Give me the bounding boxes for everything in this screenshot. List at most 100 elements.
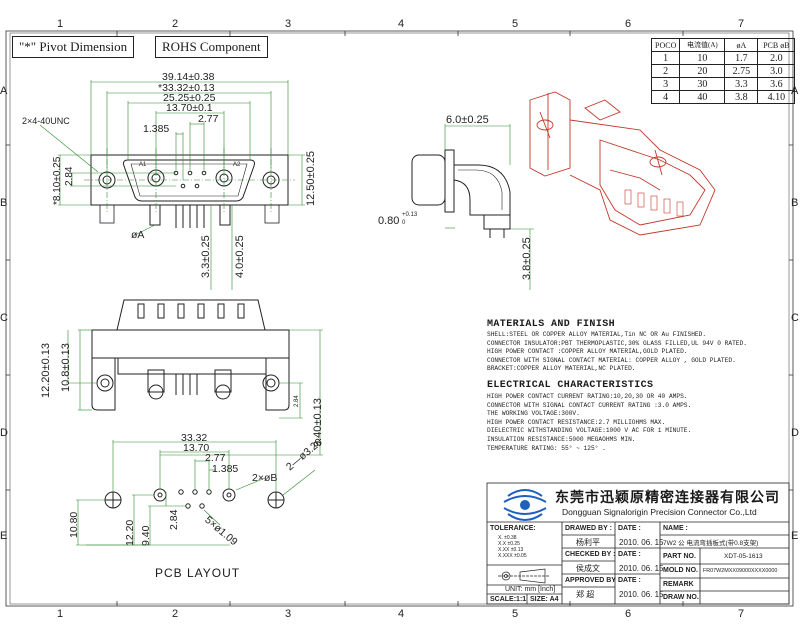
- dim-overall-width: 39.14±0.38: [162, 71, 215, 83]
- table-cell: 3.6: [757, 77, 796, 91]
- dim-pcb-power-hole: 2×øB: [252, 472, 278, 484]
- size-label: SIZE: A4: [530, 596, 559, 603]
- unit-label: UNIT: mm [Inch]: [505, 586, 556, 593]
- table-cell: 3.8: [724, 90, 759, 104]
- dim-pcb-contact-pitch: 13.70: [183, 442, 210, 454]
- spec-line: DIELECTRIC WITHSTANDING VOLTAGE:1000 V A…: [487, 427, 692, 435]
- date-approved: 2010. 06. 15: [619, 590, 664, 599]
- company-name-cn: 东莞市迅颖原精密连接器有限公司: [555, 490, 780, 506]
- grid-row-e: E: [0, 530, 8, 542]
- dim-pcb-v1: 10.80: [68, 511, 80, 538]
- front-dimension-lines: [39, 80, 305, 290]
- name-value: 7W2 公 电流弯插板式(带0.8支架): [663, 540, 759, 547]
- grid-ticks: [6, 31, 793, 606]
- date-drawn: 2010. 06. 15: [619, 538, 664, 547]
- table-header-cell: 电流值(A): [679, 38, 726, 52]
- table-row: 3 30 3.3 3.6: [650, 77, 796, 91]
- rohs-component-tag: ROHS Component: [155, 36, 268, 58]
- approved-by-label: APPROVED BY :: [565, 577, 621, 584]
- inner-border: [9, 32, 790, 605]
- dim-side-pin: 3.8±0.25: [521, 237, 533, 280]
- spec-line: CONNECTOR WITH SIGNAL CONTACT MATERIAL: …: [487, 356, 736, 364]
- grid-col-5: 5: [512, 18, 519, 30]
- table-cell: 2.0: [757, 51, 796, 65]
- mold-no-label: MOLD NO.: [663, 567, 698, 574]
- checked-by-label: CHECKED BY :: [565, 551, 616, 558]
- mold-no-value: FR07W2MXX09000XXXX0000: [703, 568, 778, 574]
- iso-view: [529, 91, 716, 236]
- dim-bracket-tol-lower: 0: [402, 220, 406, 226]
- dim-thread-callout: 2×4-40UNC: [22, 116, 70, 126]
- materials-title: MATERIALS AND FINISH: [487, 319, 616, 330]
- grid-row-c: C: [0, 312, 8, 324]
- dim-shell-width: 25.25±0.25: [163, 92, 216, 104]
- electrical-title: ELECTRICAL CHARACTERISTICS: [487, 380, 654, 391]
- pcb-layout-title: PCB LAYOUT: [155, 566, 241, 580]
- spec-line: HIGH POWER CONTACT RESISTANCE:2.7 MILLIO…: [487, 418, 666, 426]
- grid-col-1: 1: [57, 18, 64, 30]
- grid-row-a: A: [0, 85, 8, 97]
- grid-col-7: 7: [738, 18, 745, 30]
- scale-label: SCALE:1:1: [490, 596, 527, 603]
- sheet-border: [5, 30, 794, 607]
- table-cell: 2.75: [724, 64, 759, 78]
- dim-side-depth: 6.0±0.25: [446, 114, 489, 126]
- table-header-cell: POCO: [650, 38, 681, 52]
- draw-no-label: DRAW NO.: [663, 594, 699, 601]
- dim-row-spacing: 2.84: [64, 166, 75, 186]
- approved-by-name: 郑 超: [576, 590, 595, 599]
- pcb-dimension-lines: [76, 440, 316, 546]
- dim-mount-pitch: *33.32±0.13: [158, 82, 215, 94]
- spec-line: TEMPERATURE RATING: 55° ~ 125° .: [487, 444, 606, 452]
- spec-line: CONNECTOR WITH SIGNAL CONTACT CURRENT RA…: [487, 401, 692, 409]
- dim-pcb-signal-offset: 1.385: [212, 463, 239, 475]
- front-view: [90, 154, 289, 228]
- projection-symbol: [498, 568, 549, 584]
- top-dimension-lines: [66, 329, 323, 456]
- remark-label: REMARK: [663, 581, 694, 588]
- spec-line: INSULATION RESISTANCE:5000 MEGAOHMS MIN.: [487, 435, 636, 443]
- materials-list: SHELL:STEEL OR COPPER ALLOY MATERIAL,Tin…: [487, 331, 747, 374]
- company-name-en: Dongguan Signalorigin Precision Connecto…: [562, 507, 757, 517]
- grid-col-4: 4: [398, 18, 405, 30]
- grid-row-b-right: B: [791, 197, 799, 209]
- grid-col-6: 6: [625, 18, 632, 30]
- table-header-row: POCO 电流值(A) øA PCB øB: [650, 38, 796, 52]
- grid-row-c-right: C: [791, 312, 799, 324]
- spec-line: HIGH POWER CONTACT CURRENT RATING:10,20,…: [487, 393, 688, 400]
- table-header-cell: øA: [724, 38, 759, 52]
- dim-top-hole-height: 10.8±0.13: [60, 343, 72, 392]
- spec-line: HIGH POWER CONTACT :COPPER ALLOY MATERIA…: [487, 348, 688, 356]
- top-view: [91, 299, 290, 411]
- dim-flange-total: 12.50±0.25: [305, 151, 317, 206]
- company-logo: [503, 489, 547, 521]
- side-view: [411, 149, 511, 238]
- grid-row-b: B: [0, 197, 8, 209]
- grid-col-3-bottom: 3: [285, 608, 292, 620]
- table-cell: 4: [650, 90, 681, 104]
- pivot-dimension-tag: "*" Pivot Dimension: [12, 36, 135, 58]
- dim-top-height: 12.20±0.13: [40, 343, 52, 398]
- dim-signal-offset: 1.385: [143, 123, 170, 135]
- tolerance-row: X. ±0.38: [498, 535, 517, 541]
- date-label: DATE :: [618, 551, 641, 558]
- table-row: 1 10 1.7 2.0: [650, 51, 796, 65]
- table-cell: 20: [679, 64, 726, 78]
- part-no-value: XDT-05-1613: [724, 553, 763, 560]
- spec-line: BRACKET:COPPER ALLOY MATERIAL,NC PLATED.: [487, 365, 636, 373]
- table-cell: 3.3: [724, 77, 759, 91]
- table-cell: 30: [679, 77, 726, 91]
- spec-line: SHELL:STEEL OR COPPER ALLOY MATERIAL,Tin…: [487, 331, 707, 338]
- name-label: NAME :: [663, 525, 688, 532]
- grid-row-d-right: D: [791, 427, 799, 439]
- table-cell: 3: [650, 77, 681, 91]
- tolerance-row: X.XXX ±0.05: [498, 553, 527, 559]
- table-cell: 1: [650, 51, 681, 65]
- dim-pcb-mount-pitch: 33.32: [181, 432, 208, 444]
- table-cell: 3.0: [757, 64, 796, 78]
- label-a1: A1: [139, 162, 147, 168]
- grid-col-2: 2: [172, 18, 179, 30]
- part-no-label: PART NO.: [663, 553, 696, 560]
- table-cell: 40: [679, 90, 726, 104]
